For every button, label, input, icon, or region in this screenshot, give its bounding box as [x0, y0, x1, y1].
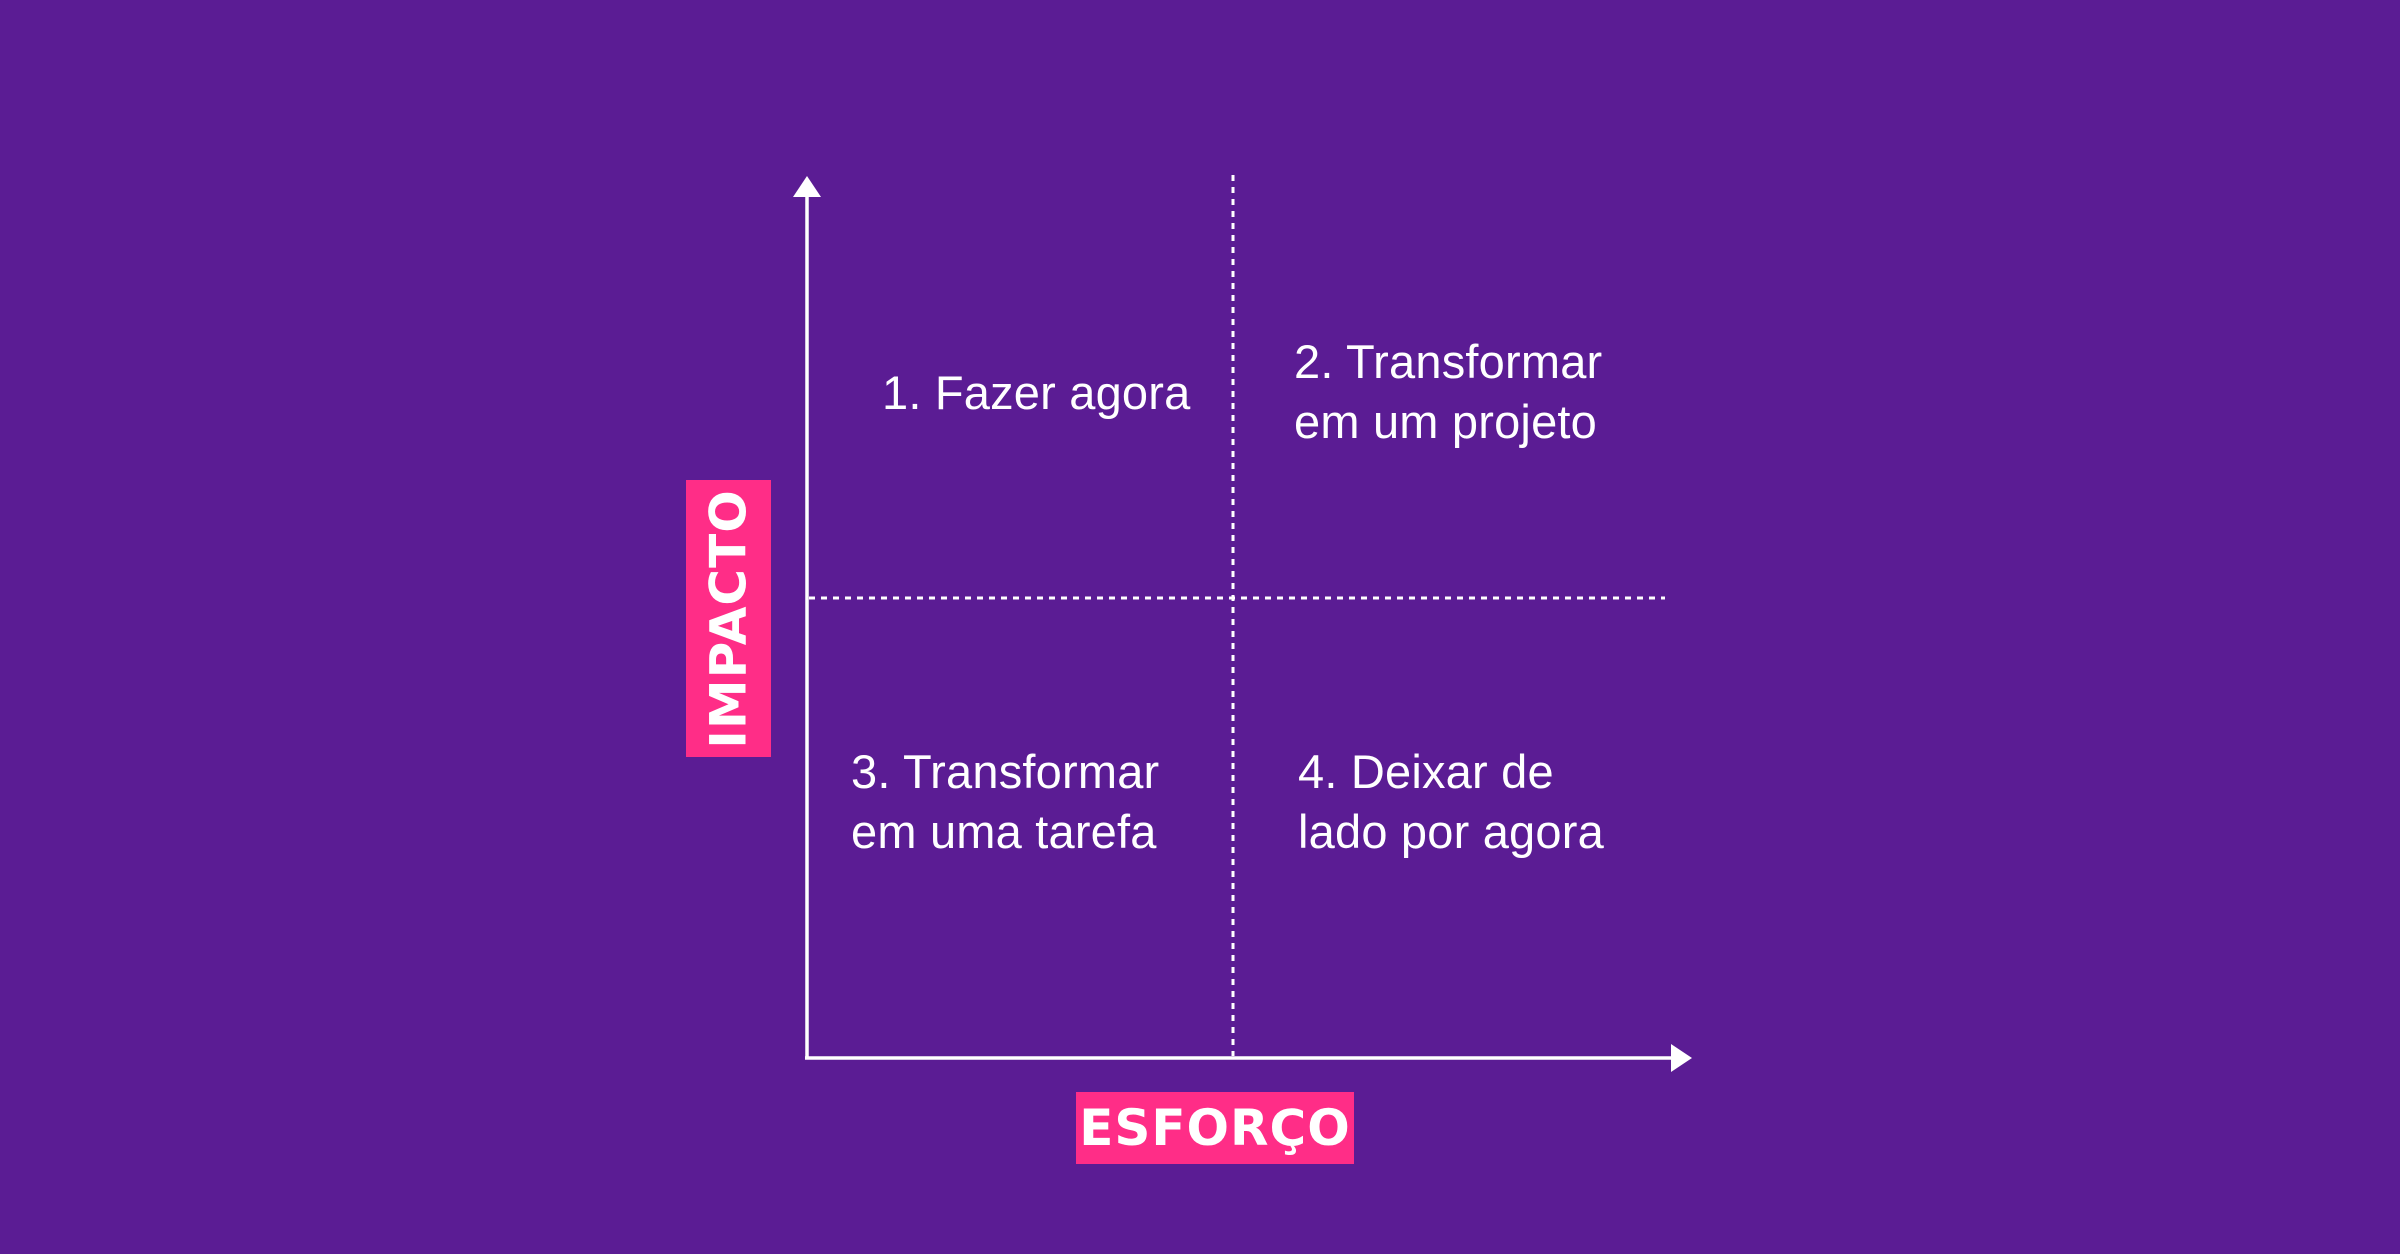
quadrant-4-label: 4. Deixar de lado por agora [1298, 742, 1604, 862]
y-axis-badge: IMPACTO [686, 480, 771, 757]
quadrant-2-line-1: 2. Transformar [1294, 335, 1603, 388]
quadrant-4-line-1: 4. Deixar de [1298, 745, 1554, 798]
x-axis-arrowhead [1671, 1044, 1692, 1072]
quadrant-3-line-2: em uma tarefa [851, 805, 1157, 858]
x-axis-badge: ESFORÇO [1076, 1092, 1354, 1164]
x-axis-label: ESFORÇO [1079, 1099, 1351, 1157]
quadrant-2-label: 2. Transformar em um projeto [1294, 332, 1602, 452]
y-axis-arrowhead [793, 176, 821, 197]
quadrant-4-line-2: lado por agora [1298, 805, 1604, 858]
quadrant-1-label: 1. Fazer agora [882, 363, 1190, 423]
quadrant-1-line-1: 1. Fazer agora [882, 366, 1191, 419]
quadrant-3-line-1: 3. Transformar [851, 745, 1160, 798]
quadrant-2-line-2: em um projeto [1294, 395, 1598, 448]
quadrant-3-label: 3. Transformar em uma tarefa [851, 742, 1159, 862]
y-axis-label: IMPACTO [699, 488, 758, 749]
